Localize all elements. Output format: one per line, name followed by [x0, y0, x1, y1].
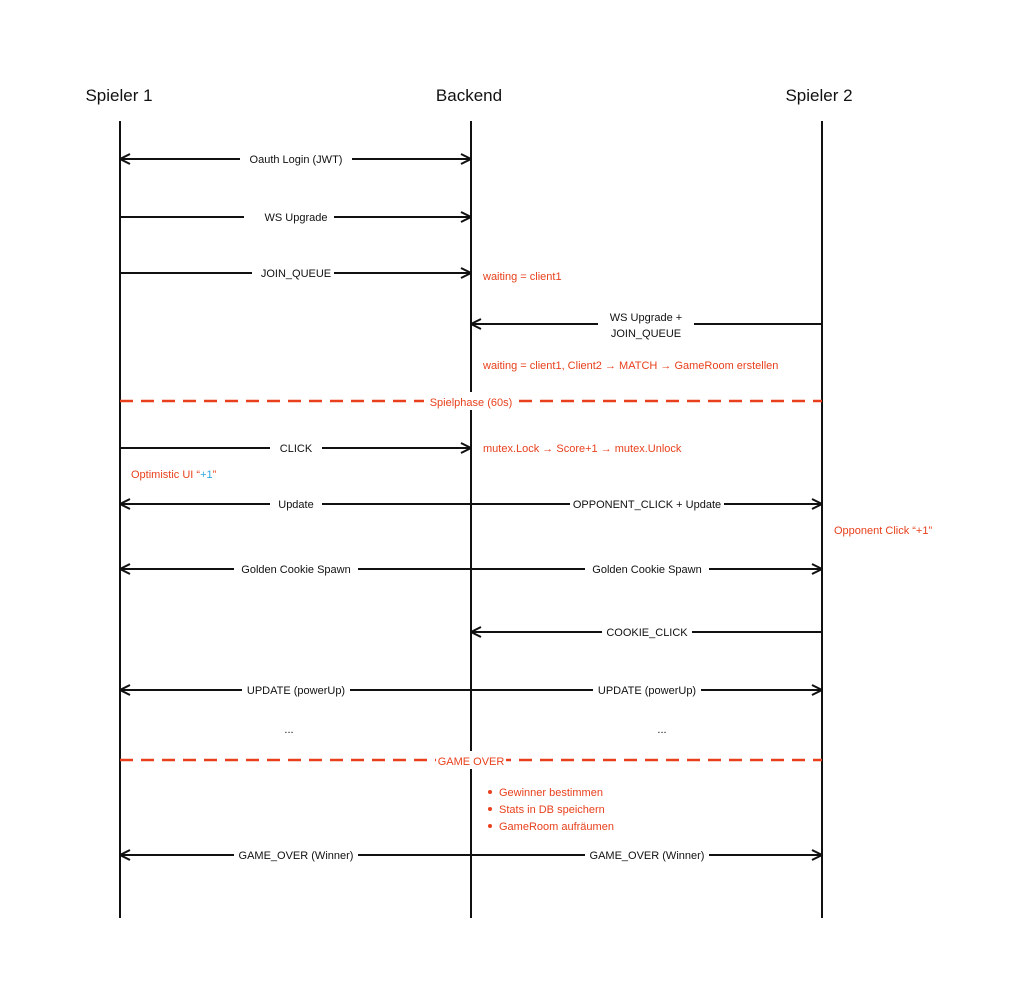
label-bg	[598, 307, 694, 343]
label-bg	[234, 560, 358, 578]
message-golden-cookie-right: Golden Cookie Spawn	[592, 564, 701, 576]
label-bg	[436, 751, 506, 769]
message-update: Update	[278, 499, 313, 511]
label-bg	[585, 560, 709, 578]
message-ws-upgrade-plus: WS Upgrade +	[610, 312, 682, 324]
bullet-stats: Stats in DB speichern	[499, 804, 605, 816]
label-bg	[234, 846, 358, 864]
label-bg	[242, 681, 350, 699]
lane-header-backend: Backend	[436, 86, 502, 105]
message-update-powerup-left: UPDATE (powerUp)	[247, 685, 345, 697]
bullet-dot	[488, 790, 492, 794]
label-bg	[270, 495, 322, 513]
note-match: waiting = client1, Client2 → MATCH → Gam…	[482, 360, 778, 372]
label-bg	[270, 439, 322, 457]
message-game-over-left: GAME_OVER (Winner)	[239, 850, 354, 862]
label-bg	[570, 495, 724, 513]
ellipsis-right: ...	[657, 724, 666, 736]
label-bg	[602, 623, 692, 641]
note-mutex: mutex.Lock → Score+1 → mutex.Unlock	[483, 443, 682, 455]
lane-header-spieler-2: Spieler 2	[785, 86, 852, 105]
label-bg	[585, 846, 709, 864]
message-ws-upgrade: WS Upgrade	[265, 212, 328, 224]
message-update-powerup-right: UPDATE (powerUp)	[598, 685, 696, 697]
label-bg	[593, 681, 701, 699]
label-bg	[252, 264, 334, 282]
optimistic-plus-one: +1	[200, 469, 213, 481]
message-game-over-right: GAME_OVER (Winner)	[590, 850, 705, 862]
note-waiting-client1: waiting = client1	[482, 271, 562, 283]
ellipsis-left: ...	[284, 724, 293, 736]
message-join-queue-p2: JOIN_QUEUE	[611, 328, 681, 340]
label-spielphase: Spielphase (60s)	[430, 397, 513, 409]
message-cookie-click: COOKIE_CLICK	[606, 627, 688, 639]
label-bg	[244, 208, 334, 226]
label-bg	[424, 392, 518, 410]
bullet-dot	[488, 807, 492, 811]
message-click: CLICK	[280, 443, 313, 455]
message-opponent-click-update: OPPONENT_CLICK + Update	[573, 499, 721, 511]
message-oauth-login: Oauth Login (JWT)	[250, 154, 343, 166]
label-bg	[240, 150, 352, 168]
message-join-queue: JOIN_QUEUE	[261, 268, 331, 280]
label-game-over: GAME OVER	[438, 756, 505, 768]
note-opponent-click: Opponent Click “+1”	[834, 525, 932, 537]
lane-header-spieler-1: Spieler 1	[85, 86, 152, 105]
note-optimistic-ui: Optimistic UI “+1”	[131, 469, 217, 481]
bullet-dot	[488, 824, 492, 828]
message-golden-cookie-left: Golden Cookie Spawn	[241, 564, 350, 576]
bullet-gewinner: Gewinner bestimmen	[499, 787, 603, 799]
bullet-gameroom: GameRoom aufräumen	[499, 821, 614, 833]
